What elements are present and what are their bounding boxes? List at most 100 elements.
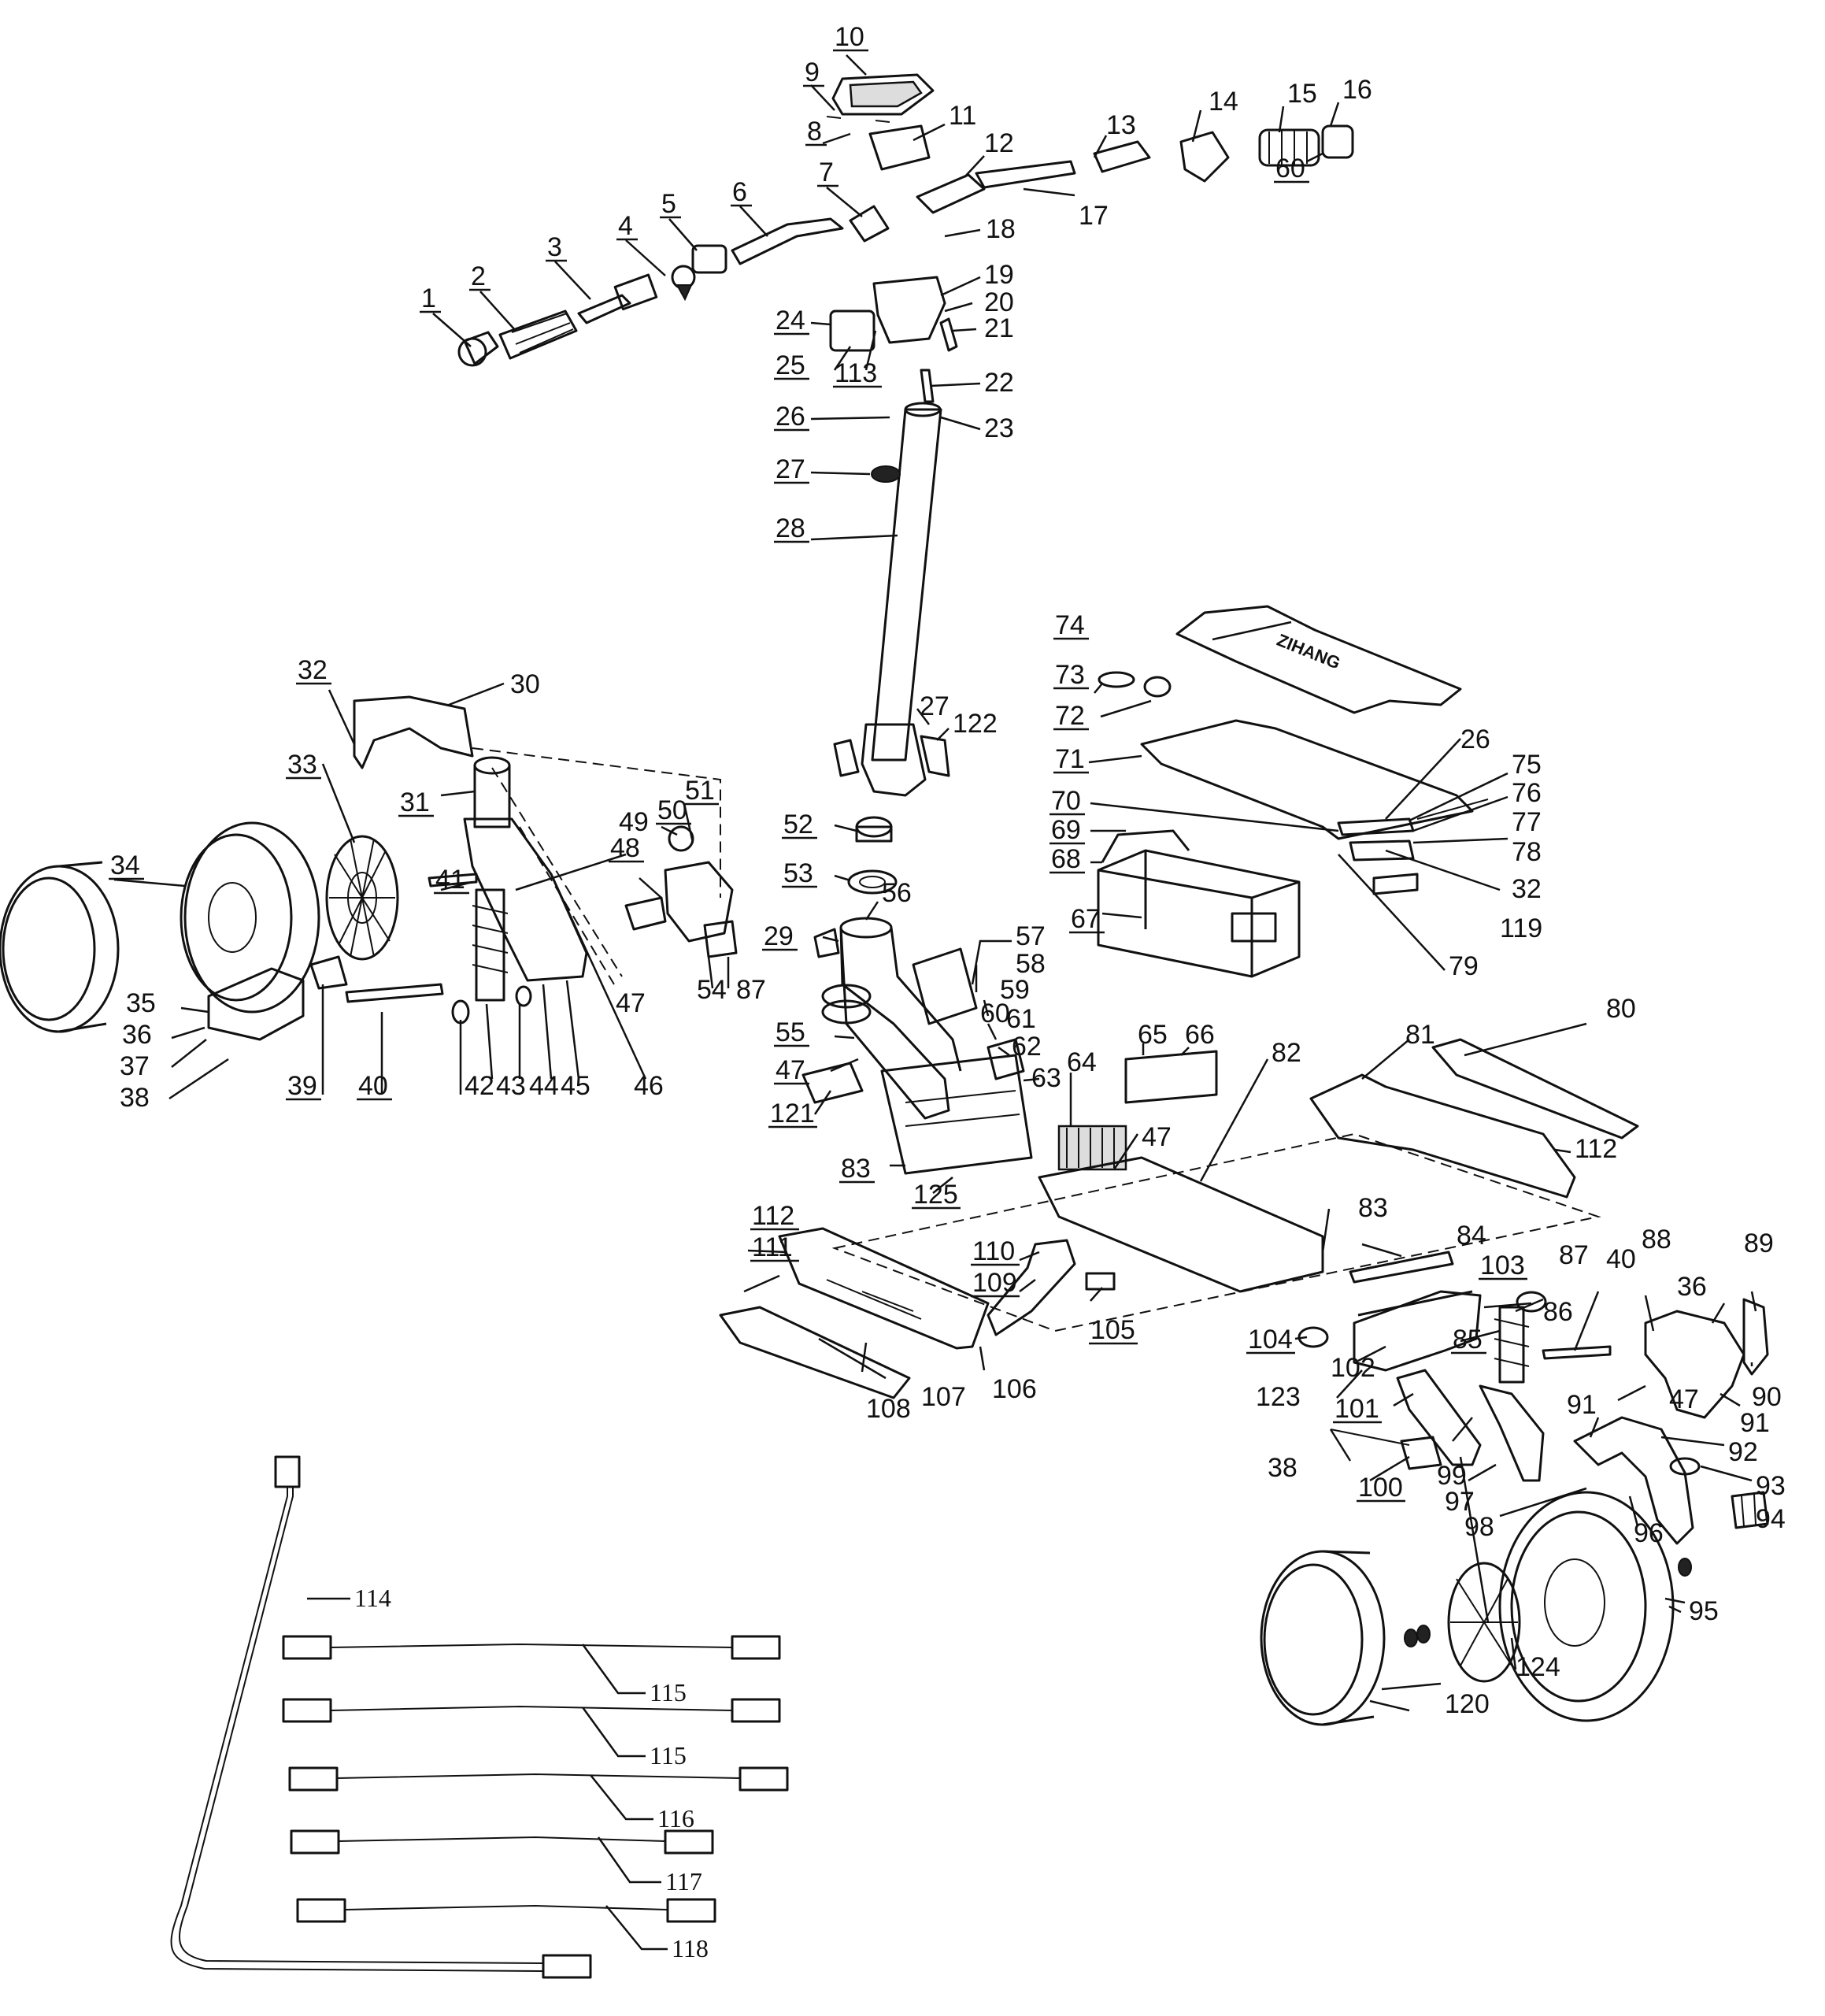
callout-29: 29 [764,921,794,951]
callout-107: 107 [921,1382,966,1412]
trim-strip-84 [1349,1251,1454,1284]
left-handlebar-tube [731,217,844,265]
front-axle-bolt [345,983,444,1003]
callout-45: 45 [561,1071,590,1101]
callout-116: 116 [657,1804,694,1833]
callout-17: 17 [1079,201,1109,231]
callout-7: 7 [819,158,834,187]
callout-83a: 83 [841,1154,871,1184]
stem-clamp-left [849,205,890,243]
callout-47d: 47 [1669,1384,1699,1414]
callout-26: 26 [776,402,805,432]
bushing [515,985,532,1007]
deck-board [1140,719,1474,840]
callout-113: 113 [835,358,877,388]
display-bracket [868,124,931,171]
callout-124: 124 [1516,1652,1560,1682]
callout-23: 23 [984,413,1014,443]
front-wheel-rim [180,833,293,1002]
front-shock-absorber [475,888,505,1002]
cap-73 [1098,671,1135,688]
callout-33: 33 [287,750,317,780]
callout-48: 48 [610,833,640,863]
front-shock-spring [472,905,509,973]
rear-fender [1573,1416,1694,1545]
callout-65: 65 [1138,1020,1168,1050]
callout-59: 59 [1000,975,1030,1005]
fork-tube-top [473,756,511,775]
callout-30: 30 [510,669,540,699]
callout-19: 19 [984,260,1014,290]
side-trim-108 [719,1306,911,1399]
callout-83b: 83 [1358,1193,1388,1223]
callout-88: 88 [1642,1225,1671,1254]
callout-100: 100 [1358,1473,1403,1503]
stem-tube [871,408,942,762]
callout-47c: 47 [1142,1122,1172,1152]
cable-118-wire [344,1904,668,1910]
rear-bolt-38 [1330,1429,1410,1446]
display-screen [849,80,923,108]
rear-wheel-rim [1510,1510,1647,1703]
cable-118-plug-left [296,1898,346,1923]
left-grip-texture [511,313,574,354]
callout-87a: 87 [736,975,766,1005]
reflector [1731,1491,1769,1529]
bolt-77 [1416,799,1489,820]
front-tyre-inner [2,876,96,1021]
folding-lever-left [833,739,860,777]
deck-latch [1337,817,1415,836]
callout-61: 61 [1006,1004,1036,1034]
callout-71: 71 [1055,744,1085,774]
assembly-guide-1 [472,747,721,898]
callout-25: 25 [776,350,805,380]
callout-38b: 38 [1268,1453,1297,1483]
callout-123: 123 [1256,1382,1301,1412]
callout-75: 75 [1512,750,1542,780]
bell-bracket [829,309,875,352]
callout-26b: 26 [1460,724,1490,754]
callout-22: 22 [984,368,1014,398]
callout-87b: 87 [1559,1240,1589,1270]
callout-53: 53 [783,858,813,888]
deck-latch-plate [1349,839,1415,862]
kickstand-bracket [801,1062,864,1104]
callout-36: 36 [122,1020,152,1050]
callout-42: 42 [465,1071,494,1101]
callout-80: 80 [1606,994,1636,1024]
bearing-ring [847,869,898,895]
callout-60b: 60 [1275,154,1305,183]
callout-121: 121 [770,1099,815,1128]
callout-39: 39 [287,1071,317,1101]
callout-115a: 115 [650,1678,687,1707]
callout-47a: 47 [616,988,646,1018]
callout-117: 117 [665,1867,702,1896]
bushing-104 [1297,1326,1329,1348]
throttle-lever [1179,131,1230,183]
caliper-bracket [624,896,667,931]
controller-fins [1066,1128,1115,1168]
callout-120: 120 [1445,1689,1490,1719]
front-fork-assembly [0,695,738,1041]
left-brake-lever [577,294,631,324]
cable-115a-plug-right [731,1635,781,1660]
battery-pack-edges [1098,850,1300,976]
bushing-103 [1516,1291,1547,1313]
frame-neck [839,927,950,1120]
callout-82: 82 [1272,1038,1301,1068]
head-spring-2 [821,999,872,1025]
cable-116-wire [336,1773,741,1779]
callout-106: 106 [992,1374,1037,1404]
callout-57: 57 [1016,921,1046,951]
callout-50: 50 [657,795,687,825]
display-unit [831,73,935,116]
callout-32b: 32 [1512,874,1542,904]
callout-96: 96 [1634,1518,1664,1548]
callout-72: 72 [1055,701,1085,731]
leader-lines [113,54,1769,1951]
grip-end-cap-left-body [463,331,499,365]
callout-31: 31 [400,788,430,817]
stem-collar-27 [871,465,901,483]
callout-79: 79 [1449,951,1479,981]
